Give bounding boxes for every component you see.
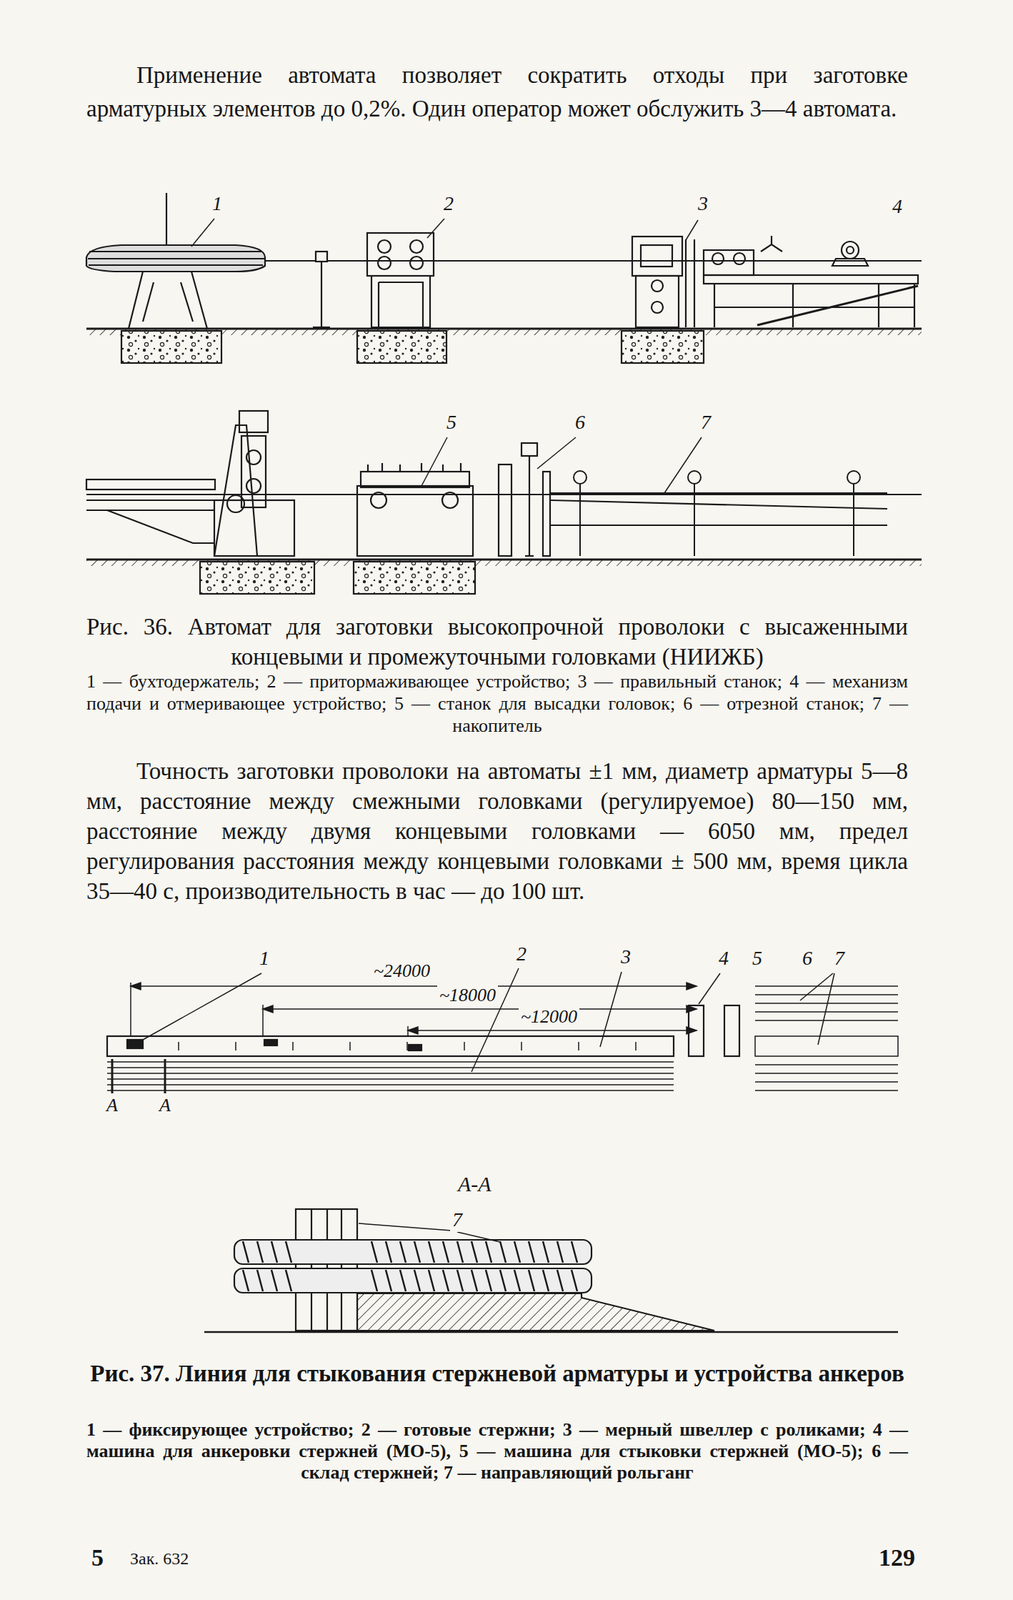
callout-number: 3 <box>695 191 711 216</box>
figure-caption: Рис. 36. Автомат для заготовки высокопро… <box>86 611 908 672</box>
dimension-label: ~12000 <box>518 1005 580 1028</box>
section-title: А-А <box>455 1171 494 1196</box>
figure-legend: 1 — бухтодержатель; 2 — притормаживающее… <box>86 670 908 737</box>
callout-number: 1 <box>257 945 272 971</box>
callout-number: 2 <box>441 191 456 216</box>
body-paragraph: Применение автомата позволяет сократить … <box>86 58 908 126</box>
callout-number: 7 <box>832 945 847 971</box>
callout-number: 6 <box>800 945 815 971</box>
body-paragraph: Точность заготовки проволоки на автоматы… <box>86 755 908 906</box>
section-mark: А <box>104 1094 121 1116</box>
callout-number: 1 <box>210 191 225 216</box>
callout-number: 7 <box>450 1207 465 1232</box>
figure-legend: 1 — фиксирующее устройство; 2 — готовые … <box>86 1418 908 1484</box>
callout-number: 6 <box>572 410 588 435</box>
dimension-label: ~18000 <box>437 984 498 1006</box>
print-order: Зак. 632 <box>130 1547 189 1569</box>
dimension-label: ~24000 <box>371 960 433 982</box>
callout-number: 5 <box>444 410 459 435</box>
section-mark: А <box>157 1094 173 1116</box>
callout-number: 5 <box>750 945 765 971</box>
page-number: 129 <box>878 1543 916 1572</box>
callout-number: 2 <box>514 941 529 966</box>
callout-number: 4 <box>716 945 731 971</box>
callout-number: 4 <box>890 194 905 219</box>
callout-number: 7 <box>698 410 713 435</box>
figure-caption: Рис. 37. Линия для стыкования стержневой… <box>86 1358 908 1388</box>
callout-number: 3 <box>618 944 633 969</box>
signature-mark: 5 <box>91 1543 104 1572</box>
